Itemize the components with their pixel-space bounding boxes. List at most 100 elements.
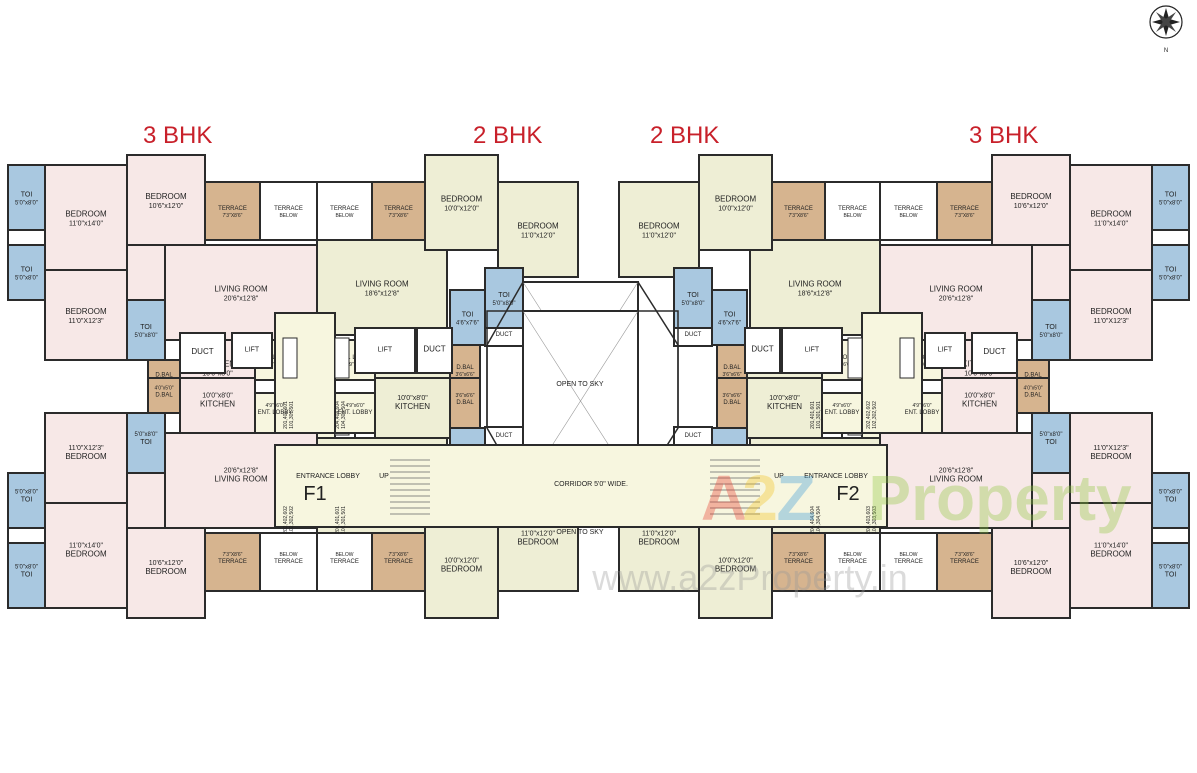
terrace-3bhk-size: 7'3"X8'6" [955,213,975,219]
living-3bhk-label: LIVING ROOM [929,475,983,484]
kitchen-3bhk-label: KITCHEN [200,400,235,409]
bedroom-2bhk-a-label: BEDROOM [441,565,483,574]
lift-b-label: LIFT [805,347,820,354]
ent-lobby-3bhk-size: 4'9"x6'0" [265,403,284,409]
lift-a-label: LIFT [938,347,953,354]
unit-codes-sw-a: 202,402,602 [283,506,289,534]
terrace-2bhk [771,532,826,592]
terrace-below-2bhk-size: BELOW [843,213,861,219]
bedroom-2bhk-a [698,522,773,619]
duct-core-b [416,327,453,374]
terrace-2bhk [371,532,426,592]
unit-codes-e-a: 202,402,602 [866,401,872,429]
bedroom-3bhk-a-size: 11'0"x14'0" [1094,543,1128,550]
entrance-lobby-label-f1: ENTRANCE LOBBY [296,473,360,480]
terrace-below-2bhk-size: BELOW [335,552,353,558]
terrace-below-3bhk-size: BELOW [279,213,297,219]
bedroom-2bhk-a [424,154,499,251]
unit-codes-sd-b: 104,304,504 [816,506,822,534]
toilet-3bhk-a-size: 5'0"x8'0" [1159,565,1182,571]
toilet-3bhk-c-size: 5'0"x8'0" [1040,333,1063,339]
bedroom-3bhk-a-label: BEDROOM [1090,210,1132,219]
toilet-3bhk-a-label: TOI [21,572,33,579]
bedroom-2bhk-b-label: BEDROOM [517,222,559,231]
unit-codes-sd-a: 204,404,604 [810,506,816,534]
toilet-3bhk-b-label: TOI [21,267,33,274]
compass-north-label: N [1164,48,1168,54]
dbal-3bhk [1016,377,1050,414]
toilet-3bhk-a-size: 5'0"x8'0" [15,565,38,571]
corridor-strip [487,462,678,502]
toilet-2bhk-a-label: TOI [462,312,474,319]
terrace-below-3bhk-size: BELOW [899,552,917,558]
terrace-2bhk-label: TERRACE [384,206,413,212]
unit-codes-sc-b: 101,301,501 [341,506,347,534]
terrace-below-2bhk-size: BELOW [335,213,353,219]
watermark-site: www.a2zProperty.in [591,557,907,598]
living-2bhk-size: 18'6"x12'8" [365,291,400,298]
living-3bhk-size: 20'6"x12'8" [939,296,974,303]
wash-3bhk [7,229,46,246]
ent-lobby-3bhk-label: ENT. LOBBY [905,410,940,416]
toilet-3bhk-a [1151,542,1190,609]
duct-core-a [179,332,226,374]
lift-a-label: LIFT [245,347,260,354]
passage-3bhk [126,244,166,301]
terrace-below-3bhk [259,181,318,241]
kitchen-3bhk [941,377,1018,434]
bedroom-3bhk-a-size: 11'0"x14'0" [69,221,103,228]
open-to-sky-top: OPEN TO SKY [556,381,604,388]
duct-core-b [744,327,781,374]
living-3bhk-size: 20'6"x12'8" [224,468,259,475]
terrace-below-2bhk-label: TERRACE [330,206,359,212]
terrace-2bhk-label: TERRACE [384,559,413,565]
terrace-3bhk-label: TERRACE [218,559,247,565]
unit-codes-c-a: 201,401,601 [810,401,816,429]
kitchen-3bhk-size: 10'0"x8'0" [964,393,995,400]
terrace-below-3bhk-label: TERRACE [894,559,923,565]
bedroom-3bhk-c-label: BEDROOM [1010,192,1052,201]
unit-code-box-b [847,337,863,379]
terrace-3bhk [936,532,993,592]
dbal-2bhk-label: D.BAL [723,400,741,406]
toilet-2bhk-b [673,267,713,329]
dbal-3bhk-size: 4'0"x5'0" [154,386,173,392]
bedroom-2bhk-b-label: BEDROOM [638,222,680,231]
ent-lobby-3bhk-size: 4'9"x6'0" [912,403,931,409]
duct-core-a [971,332,1018,374]
terrace-below-3bhk-label: TERRACE [274,206,303,212]
bedroom-3bhk-a-label: BEDROOM [65,210,107,219]
duct-2bhk [673,327,713,347]
terrace-2bhk-size: 7'3"X8'6" [789,213,809,219]
toilet-2bhk-a-size: 4'6"x7'6" [718,321,741,327]
toilet-3bhk-c-size: 5'0"x8'0" [1040,432,1063,438]
toilet-3bhk-c-size: 5'0"x8'0" [135,432,158,438]
duct-core-a-label: DUCT [191,347,213,356]
kitchen-3bhk [179,377,256,434]
living-3bhk-size: 20'6"x12'8" [939,468,974,475]
toilet-3bhk-c-label: TOI [140,439,152,446]
unit-codes-nw-a: 201,401,601 [283,401,289,429]
bedroom-3bhk-b [1069,412,1153,504]
toilet-3bhk-c-label: TOI [1045,439,1057,446]
bedroom-3bhk-a [1069,502,1153,609]
terrace-below-2bhk-label: TERRACE [838,559,867,565]
bedroom-2bhk-b-size: 11'0"x12'0" [642,531,676,538]
bedroom-2bhk-b [497,181,579,278]
bedroom-3bhk-c-size: 10'6"x12'0" [149,203,184,210]
toilet-3bhk-b-size: 5'0"x8'0" [1159,490,1182,496]
toilet-2bhk-a-label: TOI [724,312,736,319]
dbal-2bhk-label: D.BAL [456,400,474,406]
bedroom-2bhk-b [618,181,700,278]
terrace-below-3bhk-label: TERRACE [274,559,303,565]
living-2bhk [749,239,881,336]
wash-3bhk [1151,229,1190,246]
bhk-label-right-2bhk: 2 BHK [650,122,720,149]
bhk-label-left-2bhk: 2 BHK [473,122,543,149]
dbal-3bhk-label: D.BAL [1024,393,1042,399]
watermark-brand-2: 2 [742,462,778,534]
dbal-3bhk-label: D.BAL [1024,373,1042,379]
toilet-2bhk-b-size: 5'0"x8'0" [682,301,705,307]
